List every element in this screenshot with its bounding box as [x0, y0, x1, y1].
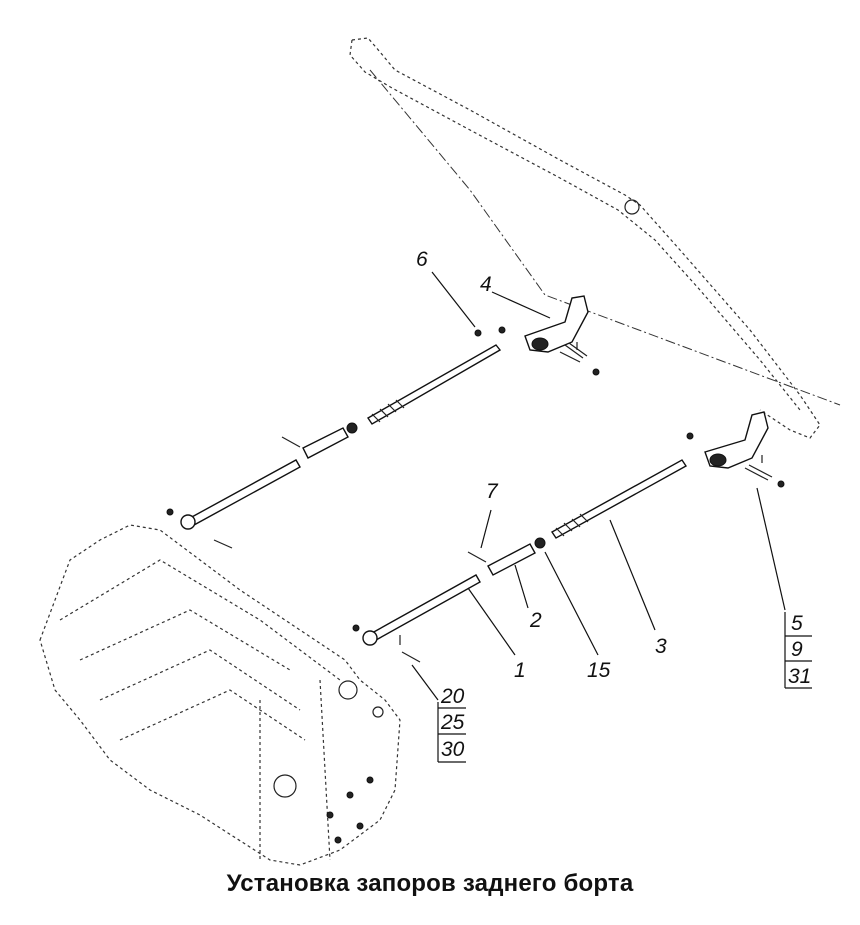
rod-assembly-upper [166, 329, 502, 549]
latch-upper [498, 295, 600, 376]
figure-caption: Установка запоров заднего борта [226, 870, 634, 897]
callout-9: 9 [791, 638, 803, 661]
callout-20: 20 [440, 685, 465, 708]
callout-30: 30 [441, 738, 465, 761]
latch-lower [686, 411, 785, 488]
rod-assembly-lower [352, 459, 688, 663]
callout-5: 5 [791, 612, 803, 635]
callout-3: 3 [655, 635, 667, 658]
callout-6: 6 [416, 248, 428, 271]
callout-25: 25 [440, 711, 465, 734]
callout-1: 1 [514, 659, 526, 682]
chassis-frame [39, 524, 401, 866]
callout-31: 31 [788, 665, 811, 688]
callout-2: 2 [529, 609, 542, 632]
callout-15: 15 [587, 659, 611, 682]
callout-7: 7 [486, 480, 499, 503]
callout-group-right: 5 9 31 [784, 612, 812, 689]
callout-group-left: 20 25 30 [437, 685, 466, 763]
leader-lines [411, 271, 786, 701]
tailgate-board [349, 37, 841, 439]
callout-4: 4 [480, 273, 492, 296]
